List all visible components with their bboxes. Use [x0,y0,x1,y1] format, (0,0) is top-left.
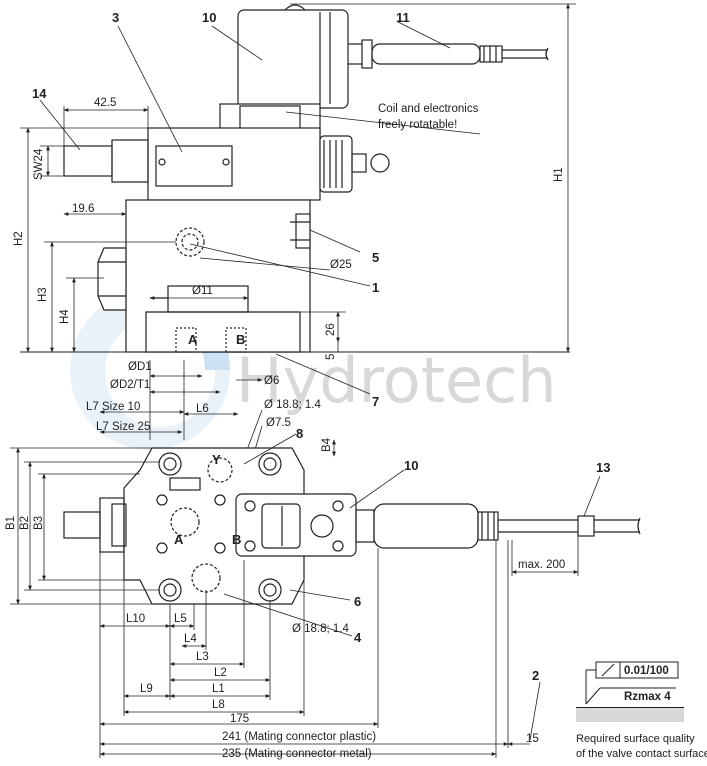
dim-l3: L3 [196,651,209,663]
surface-flatness: 0.01/100 [624,665,669,677]
top-port-a: A [188,332,198,347]
dim-b1: B1 [5,516,17,530]
dim-15: 15 [526,733,539,745]
surface-quality-symbol [576,661,684,722]
dim-max-200: max. 200 [518,559,565,571]
bottom-port-b: B [232,532,241,547]
bottom-view [63,447,641,605]
dim-h1: H1 [553,167,565,182]
dim-d7-5: Ø7.5 [266,417,291,429]
dim-26: 26 [325,323,337,336]
top-port-b: B [236,332,245,347]
dim-h3: H3 [37,287,49,302]
callout-13: 13 [596,460,610,475]
dim-5: 5 [325,354,337,360]
dim-d25: Ø25 [330,259,352,271]
dim-l4: L4 [184,633,197,645]
callout-10-bottom: 10 [404,458,418,473]
dim-19-6: 19.6 [72,203,94,215]
dim-241: 241 (Mating connector plastic) [222,731,376,743]
callout-1: 1 [372,280,379,295]
surface-note-1: Required surface quality [576,733,695,745]
dim-235: 235 (Mating connector metal) [222,748,372,760]
surface-note-2: of the valve contact surface [576,748,707,760]
bottom-dimensions [10,433,601,758]
bottom-port-y: Y [212,452,221,467]
callout-14: 14 [32,86,47,101]
callout-6: 6 [354,594,361,609]
callout-8: 8 [296,426,303,441]
dim-d11: Ø11 [192,285,213,297]
note-line-1: Coil and electronics [378,103,479,115]
dim-d2-t1: ØD2/T1 [110,379,150,391]
dim-b2: B2 [19,516,31,530]
labels: 3 10 11 14 5 1 7 8 10 13 6 4 2 Coil and … [5,10,707,760]
watermark-text: Hydrotech [236,344,557,417]
dim-l8: L8 [212,699,225,711]
callout-5: 5 [372,250,379,265]
callout-7: 7 [372,394,379,409]
dim-d18-8-top: Ø 18.8; 1.4 [264,399,322,411]
dim-l10: L10 [126,613,145,625]
dim-d18-8-bottom: Ø 18.8; 1.4 [292,623,350,635]
note-line-2: freely rotatable! [378,119,457,131]
dim-42-5: 42.5 [94,97,116,109]
callout-3: 3 [112,10,119,25]
dim-l9: L9 [140,683,153,695]
surface-rz: Rzmax 4 [624,691,671,703]
callout-11: 11 [396,10,410,25]
callout-10-top: 10 [202,10,216,25]
dim-l7-size10: L7 Size 10 [86,401,140,413]
dim-l1: L1 [212,683,225,695]
dim-h2: H2 [13,231,25,246]
dim-h4: H4 [59,309,71,324]
dim-sw24: SW24 [33,148,45,180]
dim-l5: L5 [174,613,187,625]
dim-d1: ØD1 [128,361,152,373]
dim-b3: B3 [33,516,45,530]
dim-d6: Ø6 [264,375,279,387]
dim-b4: B4 [321,437,333,452]
dim-l6: L6 [196,403,209,415]
top-view [20,4,570,353]
bottom-port-a: A [174,532,184,547]
dim-175: 175 [230,713,249,725]
top-dimensions [20,3,576,353]
dim-l2: L2 [214,667,227,679]
callout-2: 2 [532,668,539,683]
callout-4: 4 [354,630,362,645]
dim-l7-size25: L7 Size 25 [96,421,150,433]
